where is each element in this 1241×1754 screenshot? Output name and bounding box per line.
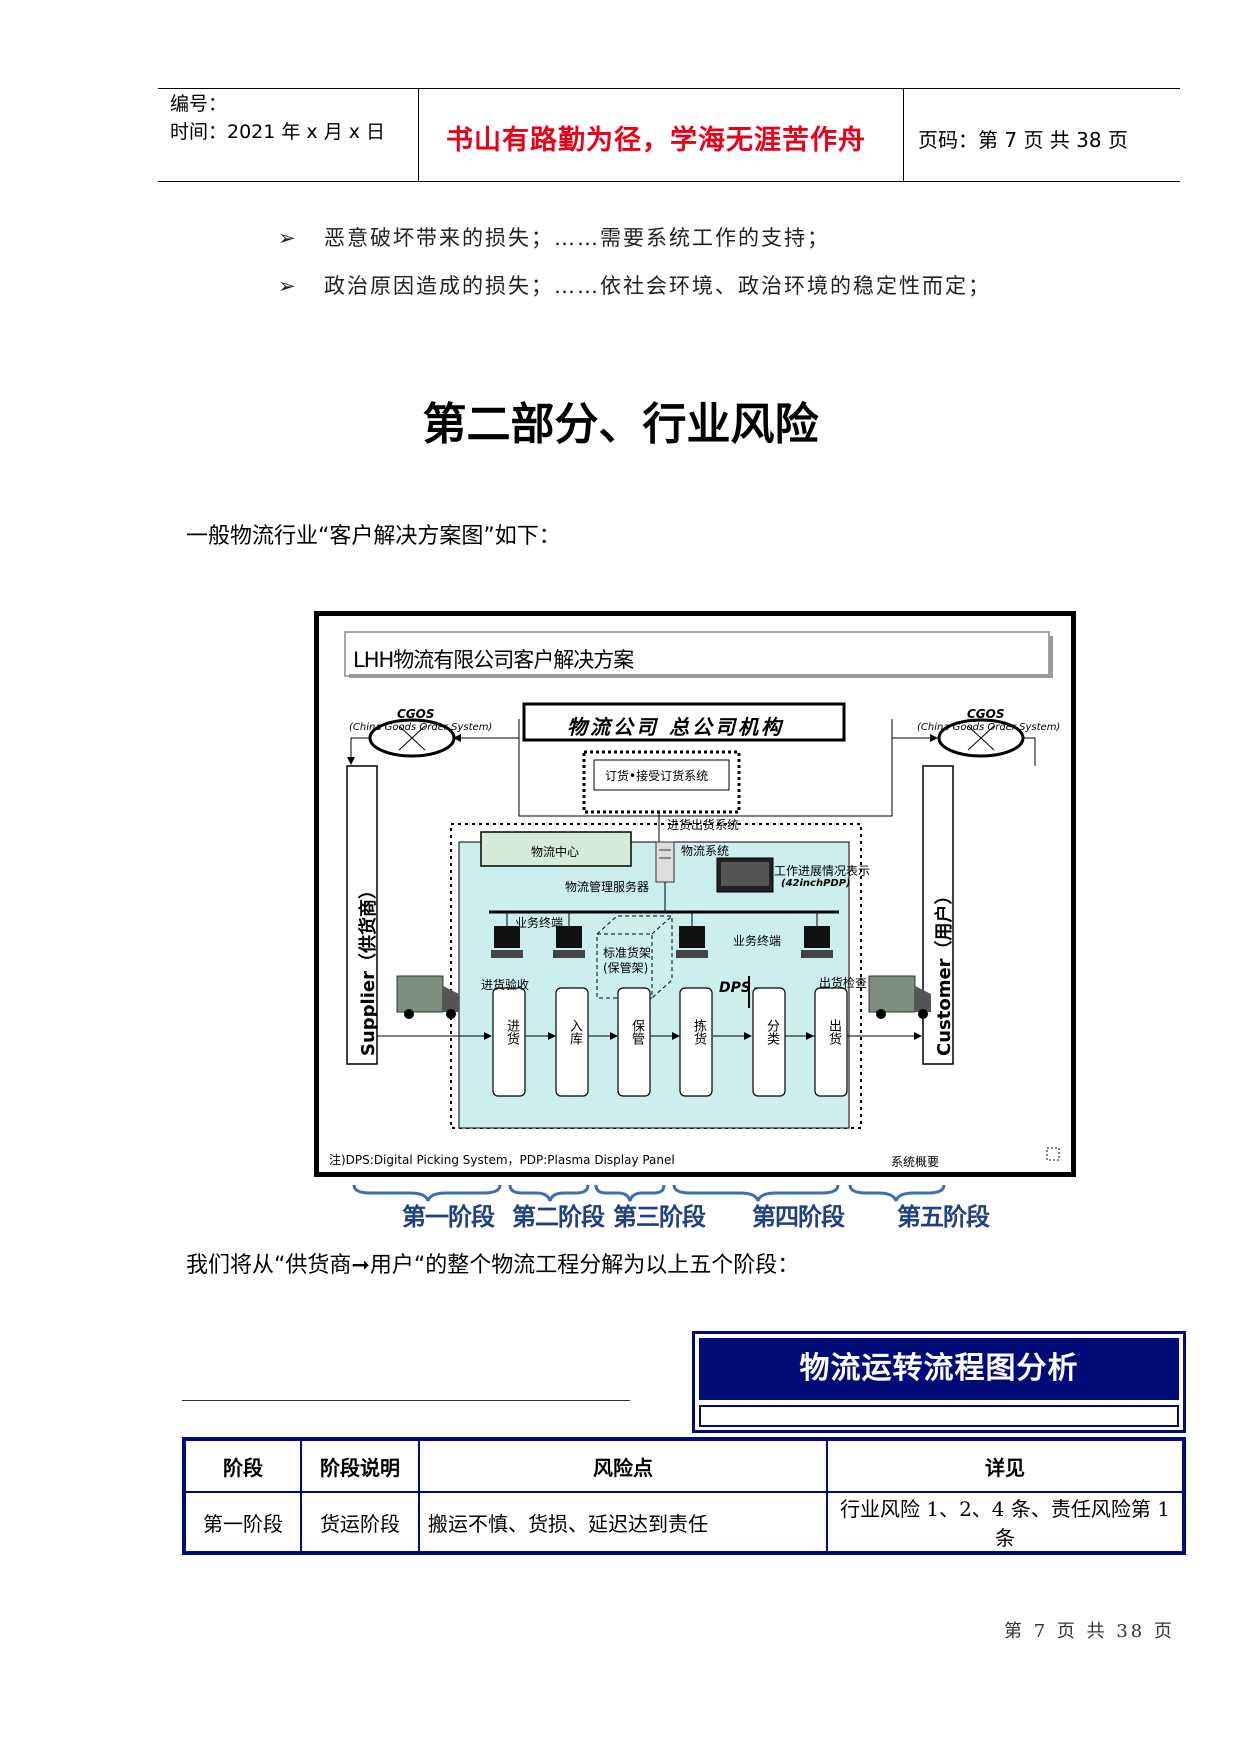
customer-pillar — [922, 765, 954, 1065]
supplier-pillar — [346, 765, 378, 1065]
header-meta: 编号： 时间：2021 年 x 月 x 日 — [170, 90, 385, 146]
dps-label: DPS — [719, 980, 751, 996]
diagram-canvas — [344, 631, 1060, 1161]
header-motto: 书山有路勤为径，学海无涯苦作舟 — [446, 125, 866, 156]
stage-label: 第一阶段 — [402, 1203, 495, 1231]
stage-label: 第二阶段 — [512, 1203, 605, 1231]
shelf-label: 标准货架 (保管架) — [603, 946, 652, 975]
intro-paragraph: 一般物流行业“客户解决方案图”如下： — [186, 524, 561, 549]
process-title: 物流运转流程图分析 — [699, 1338, 1179, 1400]
pdp-label: (42inchPDP) — [781, 878, 851, 889]
table-header: 风险点 — [419, 1440, 827, 1492]
truck-icon — [868, 975, 931, 1019]
hq-label: 物流公司 总公司机构 — [567, 715, 784, 739]
customer-label: Customer（用户） — [934, 886, 955, 1056]
arrow-bullet-icon: ➢ — [278, 274, 298, 298]
step-label: 分类 — [764, 1019, 779, 1045]
stage-label: 第五阶段 — [897, 1203, 990, 1231]
table-header: 阶段 — [185, 1440, 301, 1492]
list-item: ➢政治原因造成的损失；……依社会环境、政治环境的稳定性而定； — [278, 274, 991, 298]
table-header-row: 阶段 阶段说明 风险点 详见 — [185, 1440, 1183, 1492]
terminal-icon — [801, 912, 833, 958]
hq-box — [522, 702, 846, 742]
overview-label: 系统概要 — [891, 1155, 940, 1169]
inbound-check-label: 进货验收 — [481, 978, 530, 992]
inout-system-label: 进货出货系统 — [667, 818, 740, 832]
header-divider — [903, 88, 904, 182]
step-label: 入库 — [567, 1019, 582, 1045]
table-cell: 搬运不慎、货损、延迟达到责任 — [419, 1492, 827, 1552]
rule — [182, 1400, 630, 1401]
order-system-label: 订货•接受订货系统 — [605, 769, 709, 783]
table-header: 详见 — [827, 1440, 1183, 1492]
arrow-bullet-icon: ➢ — [278, 226, 298, 250]
decompose-paragraph: 我们将从“供货商➞用户“的整个物流工程分解为以上五个阶段： — [186, 1253, 800, 1278]
step-label: 进货 — [504, 1019, 519, 1045]
header-top-rule — [158, 88, 1180, 89]
header-time: 时间：2021 年 x 月 x 日 — [170, 121, 386, 143]
truck-icon — [396, 975, 459, 1019]
diagram-note: 注)DPS:Digital Picking System，PDP:Plasma … — [329, 1153, 675, 1167]
server-label: 物流管理服务器 — [565, 880, 650, 894]
process-title-box: 物流运转流程图分析 — [692, 1331, 1186, 1433]
header-bottom-rule — [158, 181, 1180, 182]
table-cell: 货运阶段 — [301, 1492, 419, 1552]
terminal-icon — [676, 912, 708, 958]
stage-label: 第四阶段 — [752, 1203, 845, 1231]
page-footer: 第 7 页 共 38 页 — [1004, 1621, 1175, 1642]
step-label: 出货 — [826, 1019, 841, 1045]
table-cell: 行业风险 1、2、4 条、责任风险第 1 条 — [827, 1492, 1183, 1552]
stage-row: 第一阶段 第二阶段 第三阶段 第四阶段 第五阶段 — [350, 1183, 1000, 1233]
title-bar — [344, 631, 1050, 677]
header-divider — [418, 88, 419, 182]
cgos-label-right: CGOS — [967, 707, 1005, 721]
logistics-system-label: 物流系统 — [681, 844, 730, 858]
table-header: 阶段说明 — [301, 1440, 419, 1492]
server-icon — [655, 841, 675, 883]
solution-diagram: LHH物流有限公司客户解决方案 物流公司 总公司机构 CGOS (China G… — [314, 611, 1076, 1177]
risk-table: 阶段 阶段说明 风险点 详见 第一阶段 货运阶段 搬运不慎、货损、延迟达到责任 … — [182, 1437, 1186, 1555]
step-label: 拣货 — [691, 1019, 706, 1045]
step-label: 保管 — [629, 1019, 644, 1045]
header-number: 编号： — [170, 93, 228, 115]
terminal-icon — [491, 912, 523, 958]
center-label: 物流中心 — [531, 845, 580, 859]
list-item: ➢恶意破坏带来的损失；……需要系统工作的支持； — [278, 226, 830, 250]
outbound-check-label: 出货检查 — [819, 976, 868, 990]
terminal-label-left: 业务终端 — [515, 916, 564, 930]
cgos-desc-right: (China Goods Order System) — [917, 722, 1061, 733]
table-cell: 第一阶段 — [185, 1492, 301, 1552]
cgos-desc-left: (China Goods Order System) — [349, 722, 493, 733]
diagram-title: LHH物流有限公司客户解决方案 — [353, 648, 634, 672]
header-page-number: 页码：第 7 页 共 38 页 — [918, 128, 1128, 152]
supplier-label: Supplier（供货商） — [358, 881, 379, 1056]
terminal-label-right: 业务终端 — [733, 934, 782, 948]
cgos-label-left: CGOS — [397, 707, 435, 721]
stage-label: 第三阶段 — [613, 1203, 706, 1231]
terminal-icon — [553, 912, 585, 958]
section-title: 第二部分、行业风险 — [422, 399, 819, 450]
table-row: 第一阶段 货运阶段 搬运不慎、货损、延迟达到责任 行业风险 1、2、4 条、责任… — [185, 1492, 1183, 1552]
progress-display-label: 工作进展情况表示 — [774, 864, 871, 878]
